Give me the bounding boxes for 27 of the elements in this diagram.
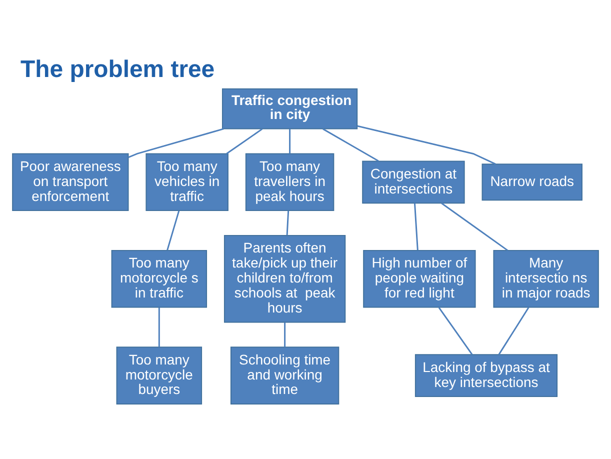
- connector: [438, 307, 473, 356]
- connector: [286, 210, 290, 236]
- node-box: Lacking of bypass at key intersections: [414, 354, 558, 398]
- node-box: Congestion at intersections: [362, 160, 465, 204]
- connector: [322, 128, 379, 162]
- node-box: Too many travellers in peak hours: [245, 153, 334, 212]
- node-box: Many intersectio ns in major roads: [493, 250, 599, 308]
- connector: [166, 210, 180, 251]
- node-box: High number of people waiting for red light: [363, 250, 476, 308]
- connector: [441, 202, 508, 252]
- node-box: Narrow roads: [482, 164, 582, 201]
- node-box: Parents often take/pick up their children to/from schools at peak hours: [224, 234, 346, 323]
- node-box: Schooling time and working time: [230, 346, 340, 404]
- node-box: Poor awareness on transport enforcement: [12, 153, 129, 212]
- connector: [226, 128, 263, 154]
- diagram-title: The problem tree: [20, 56, 215, 84]
- node-box: Too many motorcycle buyers: [116, 346, 202, 404]
- connector: [128, 128, 224, 158]
- node-box: Too many vehicles in traffic: [146, 153, 228, 212]
- connector: [284, 322, 286, 348]
- connector: [289, 128, 291, 154]
- connector: [158, 308, 160, 348]
- connector: [414, 203, 418, 250]
- node-box: Traffic congestion in city: [222, 88, 358, 130]
- connector: [498, 307, 530, 355]
- connector: [357, 125, 496, 165]
- node-box: Too many motorcycle s in traffic: [111, 250, 208, 308]
